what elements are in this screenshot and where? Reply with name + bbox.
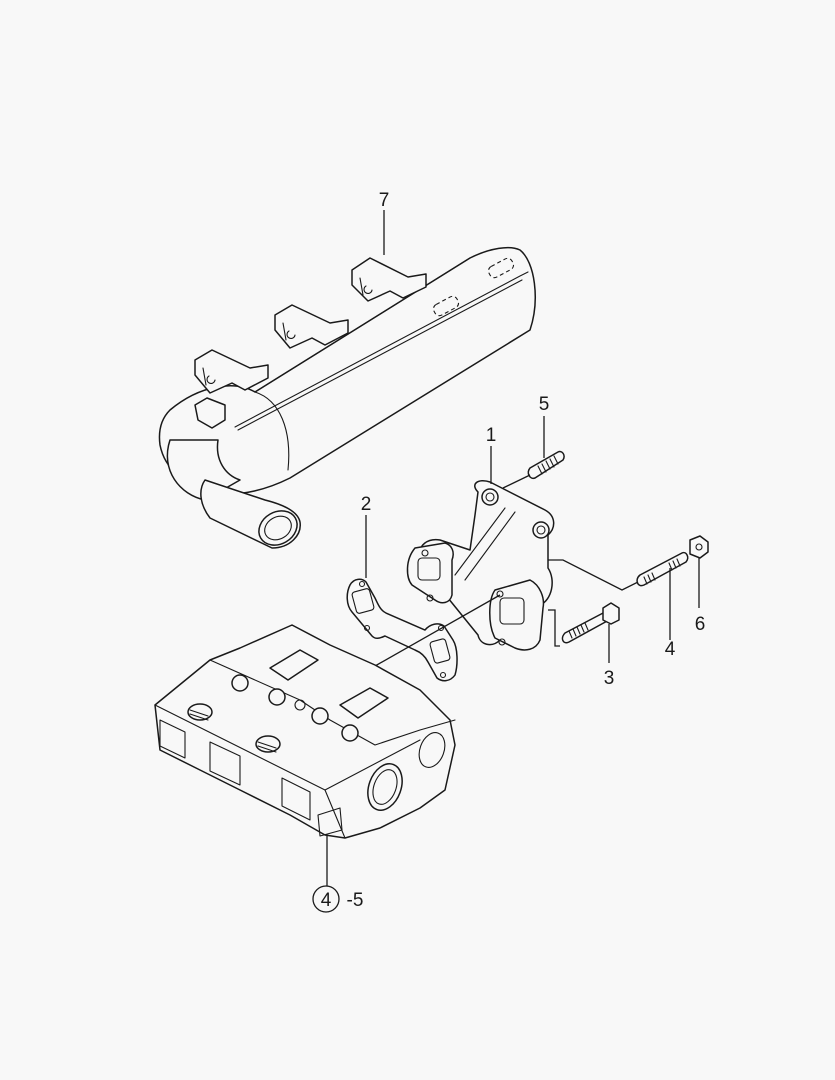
nut-part[interactable] xyxy=(689,535,709,559)
muffler-part[interactable] xyxy=(158,246,536,552)
callout-2[interactable]: 2 xyxy=(361,494,372,515)
callout-1[interactable]: 1 xyxy=(486,425,497,446)
callout-3[interactable]: 3 xyxy=(604,668,615,689)
flange-bolt-part[interactable] xyxy=(561,602,620,644)
callout-6[interactable]: 6 xyxy=(695,614,706,635)
gasket-part[interactable] xyxy=(346,578,458,682)
callout-4[interactable]: 4 xyxy=(665,639,676,660)
exhaust-manifold-part[interactable] xyxy=(406,480,555,651)
reference-callout[interactable]: 4 -5 xyxy=(312,885,364,913)
callout-7[interactable]: 7 xyxy=(379,190,390,211)
long-stud-part[interactable] xyxy=(636,551,689,587)
reference-circled-number: 4 xyxy=(321,890,332,911)
reference-suffix: -5 xyxy=(347,890,364,911)
callout-5[interactable]: 5 xyxy=(539,394,550,415)
stud-part[interactable] xyxy=(502,450,565,489)
cylinder-head-part[interactable] xyxy=(154,624,456,839)
